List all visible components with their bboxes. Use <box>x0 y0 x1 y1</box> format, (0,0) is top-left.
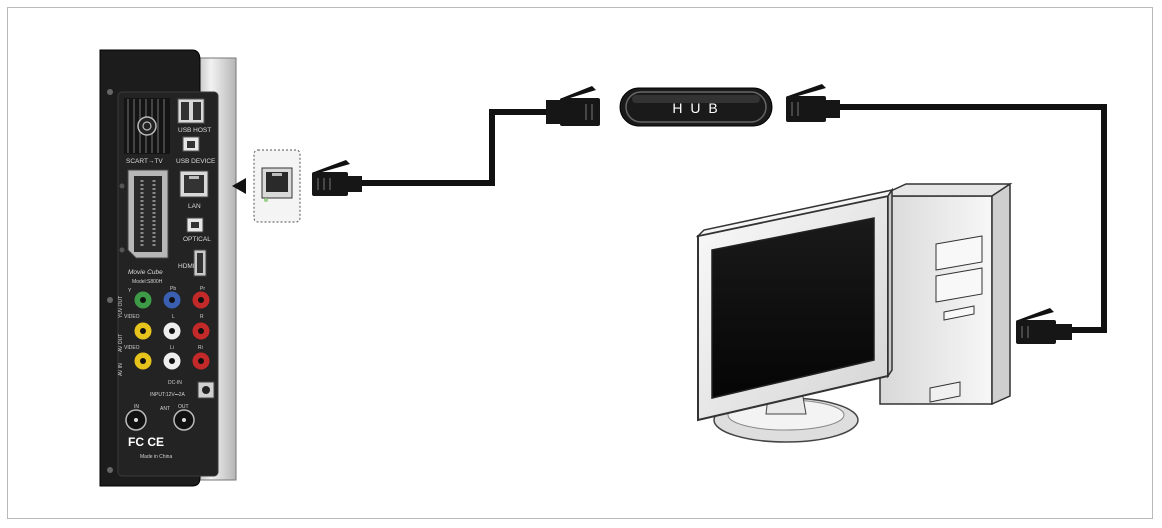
network-hub: H U B <box>619 87 773 127</box>
hdmi-label: HDMI <box>178 263 195 270</box>
desktop-computer <box>695 182 1013 443</box>
pr-label: Pr <box>200 286 205 292</box>
yuv-jack-pb <box>162 290 182 310</box>
l-out-label: L <box>172 314 175 320</box>
dc-in-port <box>197 381 215 399</box>
ethernet-cable-player-to-hub <box>357 109 549 186</box>
antenna-out-port <box>173 409 195 431</box>
y-label: Y <box>128 288 132 294</box>
av-in-jack-l <box>162 351 182 371</box>
usb-device-port <box>182 136 200 152</box>
input-rating-label: INPUT:12V⎓2A <box>150 392 186 398</box>
ethernet-cable-hub-to-pc <box>835 104 1107 333</box>
av-out-jack-r <box>191 321 211 341</box>
rj45-plug-hub-left <box>546 86 600 126</box>
r-out-label: R <box>200 314 204 320</box>
diagram-border <box>7 7 1153 519</box>
yuv-jack-y <box>133 290 153 310</box>
antenna-in-port <box>125 409 147 431</box>
usb-host-port <box>177 98 205 124</box>
vent-grille <box>124 98 170 154</box>
pb-label: Pb <box>170 286 176 292</box>
brand-label: Movie Cube <box>128 269 163 276</box>
certification-marks: FC CE <box>128 435 164 449</box>
media-player-rear-panel: USB HOST USB DEVICE SCART→TV LAN <box>99 49 237 487</box>
yuv-jack-pr <box>191 290 211 310</box>
ant-out-label: OUT <box>178 404 189 410</box>
yuv-out-label: YUV OUT <box>118 296 124 318</box>
optical-label: OPTICAL <box>183 236 211 243</box>
hdmi-port <box>193 249 207 277</box>
lan-port <box>179 170 209 198</box>
rj45-plug-pc <box>1016 308 1072 344</box>
ant-label: ANT <box>160 406 170 412</box>
ri-label: Ri <box>198 345 203 351</box>
scart-label: SCART→TV <box>126 158 163 165</box>
av-out-jack-video <box>133 321 153 341</box>
av-in-jack-video <box>133 351 153 371</box>
usb-device-label: USB DEVICE <box>176 158 216 165</box>
lan-port-callout <box>253 149 301 223</box>
video-in-label: VIDEO <box>124 345 140 351</box>
monitor <box>695 187 894 422</box>
scart-port <box>127 169 169 259</box>
li-label: Li <box>170 345 174 351</box>
monitor-screen <box>711 217 875 399</box>
lan-label: LAN <box>188 203 201 210</box>
rj45-plug-hub-right <box>786 84 840 122</box>
rj45-plug-player <box>312 160 362 196</box>
av-in-jack-r <box>191 351 211 371</box>
av-out-label: AV OUT <box>118 334 124 352</box>
arrow-icon <box>232 178 246 194</box>
optical-port <box>186 217 204 233</box>
dc-in-label: DC-IN <box>168 380 182 386</box>
ant-in-label: IN <box>134 404 139 410</box>
made-in-label: Made in China <box>140 454 172 460</box>
video-out-label: VIDEO <box>124 314 140 320</box>
model-label: Model:S800H <box>132 279 163 285</box>
hub-label: H U B <box>672 100 719 116</box>
usb-host-label: USB HOST <box>178 127 211 134</box>
av-out-jack-l <box>162 321 182 341</box>
av-in-label: AV IN <box>118 363 124 376</box>
pc-tower <box>879 182 1013 406</box>
